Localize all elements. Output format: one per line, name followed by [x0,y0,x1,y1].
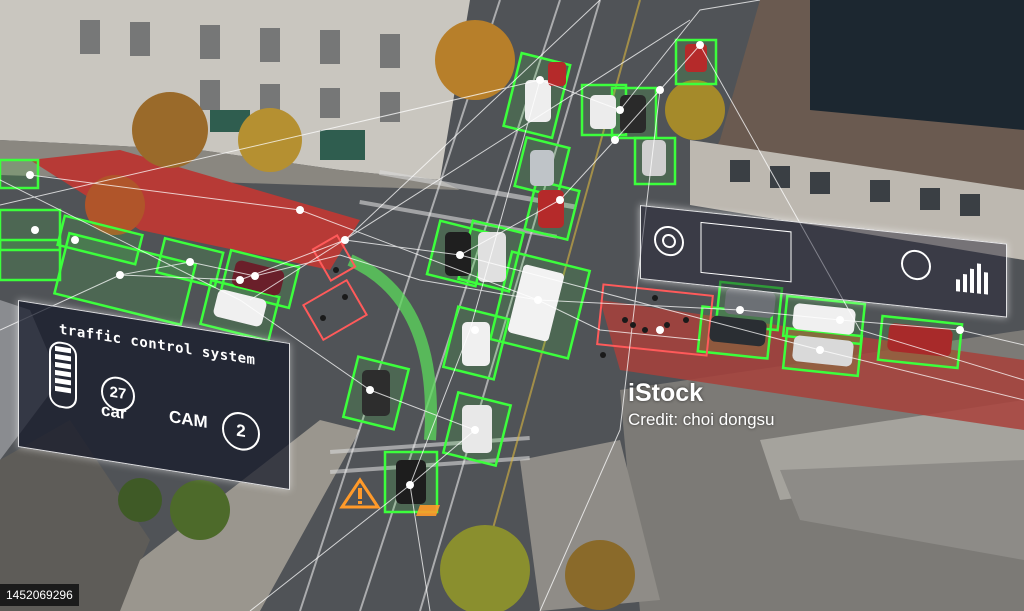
image-id-label: 1452069296 [0,584,79,606]
watermark-credit: Credit: choi dongsu [628,410,775,429]
watermark-brand: iStock [628,379,704,407]
gauge-icon [49,339,77,411]
car-unit-label: car [101,400,127,424]
cam-number: 2 [222,409,260,454]
cam-label: CAM [169,406,208,433]
hud-graphics-panel [640,205,1007,318]
bar-chart-icon [654,221,988,295]
watermark: iStock Credit: choi dongsu [628,379,774,430]
